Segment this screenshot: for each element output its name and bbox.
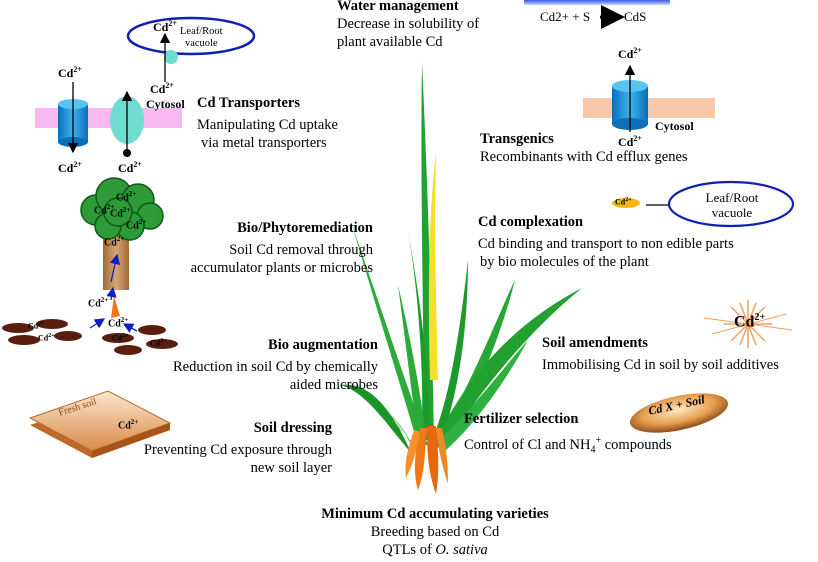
strategy-title: Bio augmentation (268, 337, 378, 353)
strategy-title: Minimum Cd accumulating varieties (321, 506, 549, 522)
fertilizer-selection-block: Fertilizer selection Control of Cl and N… (464, 410, 672, 460)
cds-reactants: Cd2+ + S (540, 9, 591, 24)
cd-ion-label: Cd2+ (150, 81, 174, 96)
strategy-desc: accumulator plants or microbes (190, 260, 373, 276)
bio-phytoremediation-block: Bio/Phytoremediation Soil Cd removal thr… (191, 219, 373, 277)
cd-complexation-block: Cd complexation Cd binding and transport… (478, 213, 734, 271)
strategy-desc: new soil layer (250, 460, 332, 476)
cd-ion-label: Cd2+ (618, 134, 642, 149)
strategy-desc: Breeding based on Cd (370, 524, 500, 540)
strategy-title: Transgenics (480, 131, 554, 147)
soil-amendments-block: Soil amendments Immobilising Cd in soil … (542, 334, 779, 374)
strategy-desc: Manipulating Cd uptake (197, 117, 338, 133)
strategy-title: Water management (337, 0, 459, 14)
cd-ion-label: Cd2+ (118, 160, 142, 175)
soil-dressing-block: Soil dressing Preventing Cd exposure thr… (144, 419, 332, 477)
strategy-desc: Reduction in soil Cd by chemically (173, 359, 378, 375)
cd-ion-label: Cd2+ (38, 333, 55, 343)
cd-ion-label: Cd2+ (110, 206, 131, 220)
cd-ion-label: Cd2+ (153, 19, 177, 34)
strategy-desc: Decrease in solubility of (337, 16, 480, 32)
cds-product: CdS (624, 9, 647, 24)
cd-transporters-block: Cd Transporters Manipulating Cd uptake v… (197, 94, 338, 152)
cd-ion-label: Cd2+ (94, 203, 115, 217)
cytosol-label: Cytosol (146, 97, 185, 111)
cd-ion-label: Cd2+ (734, 312, 766, 331)
strategy-desc: aided microbes (289, 377, 378, 393)
strategy-title: Bio/Phytoremediation (237, 220, 373, 236)
strategy-desc: Soil Cd removal through (229, 242, 373, 258)
accumulator-tree-icon (80, 177, 164, 333)
strategy-title: Cd Transporters (197, 95, 300, 111)
strategy-desc: plant available Cd (337, 34, 443, 50)
strategy-desc: Immobilising Cd in soil by soil additive… (542, 357, 779, 373)
bio-augmentation-block: Bio augmentation Reduction in soil Cd by… (173, 336, 378, 394)
strategy-desc: by bio molecules of the plant (480, 254, 649, 270)
cd-ion-label: Cd2+ (615, 197, 632, 207)
strategy-desc: Control of Cl and NH4+ compounds (464, 435, 672, 456)
cd-ion-label: Cd2+ (150, 338, 167, 348)
efflux-membrane-icon (583, 64, 715, 132)
cd-ion-label: Cd2+ (28, 321, 45, 331)
cd-ion-label: Cd2+ (58, 65, 82, 80)
cd-ion-label: Cd2+ (88, 296, 109, 310)
strategy-desc: Preventing Cd exposure through (143, 442, 332, 458)
strategy-desc: via metal transporters (201, 135, 327, 151)
cd-ion-label: Cd2+ (126, 218, 147, 232)
cd-ion-label: Cd2+ (108, 316, 129, 330)
complexation-icon (612, 180, 795, 228)
strategy-desc: Cd binding and transport to non edible p… (478, 236, 734, 252)
rice-plant-icon (340, 62, 582, 494)
strategy-desc: QTLs of O. sativa (382, 542, 488, 558)
water-management-block: Water management Decrease in solubility … (337, 0, 479, 51)
fresh-soil-tray-icon (28, 390, 172, 458)
strategy-title: Fertilizer selection (464, 411, 579, 427)
strategy-title: Soil dressing (253, 420, 332, 436)
cd-ion-label: Cd2+ (118, 418, 139, 432)
transgenics-block: Transgenics Recombinants with Cd efflux … (480, 130, 688, 166)
amendment-sparkle-icon (703, 300, 793, 348)
strategy-desc: Recombinants with Cd efflux genes (480, 149, 688, 165)
cdx-soil-icon (629, 393, 729, 433)
cd-ion-label: Cd2+ (104, 235, 125, 249)
cd-ion-label: Cd2+ (116, 190, 137, 204)
transporter-membrane-icon (35, 16, 256, 157)
cds-reaction-icon (524, 0, 670, 29)
cytosol-label: Cytosol (655, 119, 694, 133)
soil-particles-icon (2, 319, 178, 355)
strategy-title: Cd complexation (478, 214, 584, 230)
cd-ion-label: Cd2+ (618, 46, 642, 61)
cd-ion-label: Cd2+ (58, 160, 82, 175)
minimum-cd-varieties-block: Minimum Cd accumulating varieties Breedi… (280, 505, 590, 559)
cd-ion-label: Cd2+ (112, 333, 129, 343)
strategy-title: Soil amendments (542, 335, 648, 351)
